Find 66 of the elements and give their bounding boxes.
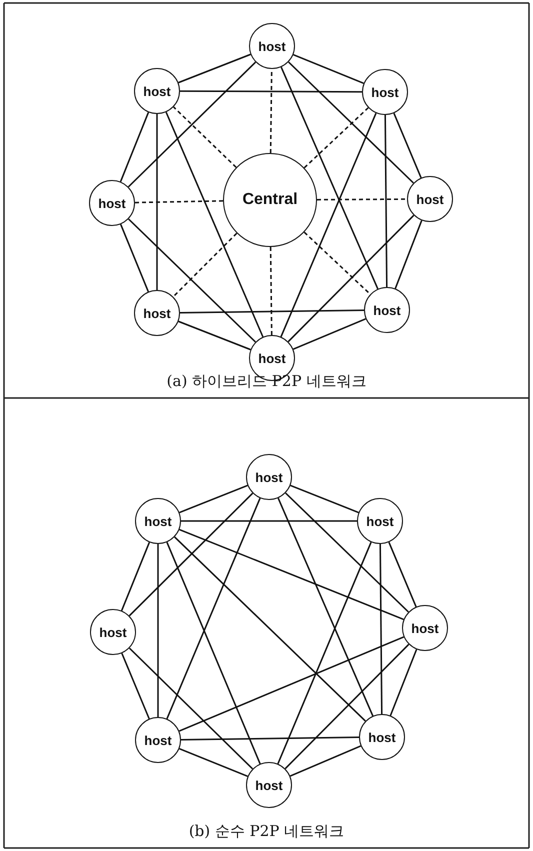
- connection-line: [120, 542, 150, 611]
- connection-line: [280, 112, 377, 338]
- dashed-connection-line: [172, 232, 238, 298]
- dashed-connection-line: [317, 198, 407, 200]
- connection-line: [128, 648, 254, 770]
- connection-line: [293, 54, 364, 84]
- connection-line: [179, 528, 404, 620]
- connection-line: [179, 748, 248, 778]
- dashed-connection-line: [134, 200, 224, 204]
- host-circle: host: [246, 454, 292, 500]
- connection-line: [174, 536, 366, 722]
- connection-line: [292, 318, 366, 350]
- connection-line: [384, 115, 388, 287]
- connection-line: [180, 310, 364, 314]
- host-circle: host: [89, 180, 135, 226]
- connection-line: [394, 220, 422, 289]
- connection-line: [157, 544, 159, 717]
- connection-line: [280, 66, 378, 290]
- connection-line: [288, 214, 414, 342]
- dashed-connection-line: [304, 107, 369, 168]
- connection-line: [166, 498, 261, 720]
- host-circle: host: [90, 609, 136, 655]
- connection-line: [390, 649, 418, 716]
- connection-line: [178, 54, 251, 84]
- host-circle: host: [362, 69, 408, 115]
- connection-line: [179, 484, 248, 514]
- connection-line: [277, 498, 374, 716]
- connection-line: [285, 492, 409, 613]
- connection-line: [290, 745, 362, 777]
- central-server-circle: Central: [223, 153, 317, 247]
- connection-line: [121, 652, 150, 720]
- connection-line: [284, 644, 410, 770]
- connection-line: [393, 112, 422, 178]
- host-circle: host: [134, 68, 180, 114]
- host-circle: host: [135, 717, 181, 763]
- connection-line: [379, 544, 383, 714]
- connection-line: [165, 112, 264, 338]
- host-circle: host: [357, 498, 403, 544]
- connection-line: [277, 542, 372, 764]
- connection-line: [128, 492, 254, 616]
- figure-caption: (b) 순수 P2P 네트워크: [188, 822, 344, 841]
- connection-line: [178, 320, 251, 350]
- host-circle: host: [407, 176, 453, 222]
- connection-line: [128, 218, 256, 343]
- connection-line: [180, 736, 360, 740]
- host-circle: host: [135, 498, 181, 544]
- connection-line: [388, 542, 417, 608]
- connection-line: [120, 112, 150, 182]
- connection-line: [180, 90, 362, 93]
- host-circle: host: [246, 762, 292, 808]
- host-circle: host: [364, 287, 410, 333]
- connection-line: [166, 542, 261, 764]
- dashed-connection-line: [173, 106, 237, 168]
- connection-line: [120, 224, 149, 292]
- connection-line: [156, 114, 158, 290]
- host-circle: host: [134, 290, 180, 336]
- connection-line: [178, 636, 404, 732]
- connection-line: [128, 62, 256, 188]
- dashed-connection-line: [304, 232, 371, 295]
- dashed-connection-line: [270, 246, 272, 336]
- connection-line: [290, 484, 359, 514]
- connection-line: [288, 61, 414, 184]
- host-circle: host: [249, 23, 295, 69]
- connection-line: [181, 520, 357, 522]
- host-circle: host: [402, 605, 448, 651]
- host-circle: host: [359, 714, 405, 760]
